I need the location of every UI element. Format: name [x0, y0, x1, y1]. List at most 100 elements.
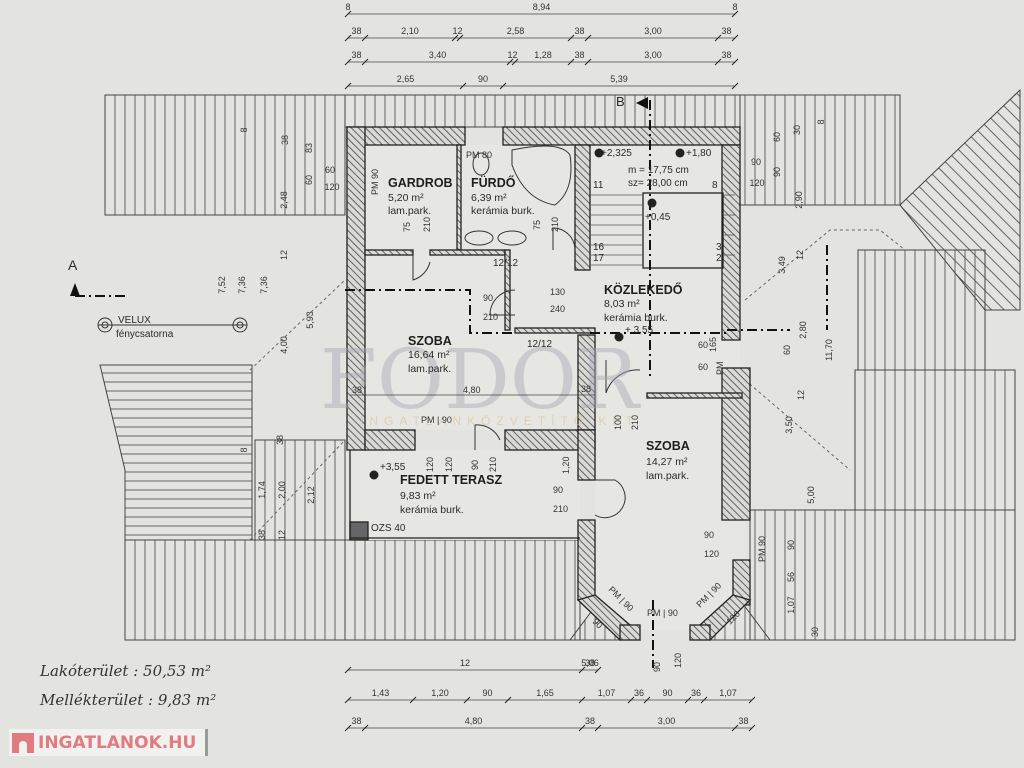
- dimension-label: 1,20: [561, 456, 571, 474]
- door-height: 210: [553, 504, 568, 514]
- dimension-label: 120: [324, 182, 339, 192]
- dimension-label: 2,00: [277, 481, 287, 499]
- dimension-tick: [731, 58, 739, 66]
- level-marker: +3,55: [380, 462, 406, 473]
- watermark-text: FODOR: [320, 333, 641, 428]
- room-fedett-terasz: +3,55 FEDETT TERASZ 9,83 m² kerámia burk…: [369, 456, 571, 534]
- room-floor: kerámia burk.: [604, 312, 668, 324]
- house-icon: [12, 732, 34, 753]
- door-swings: [412, 227, 641, 519]
- dimension-label: 30: [810, 627, 820, 637]
- door-width: 100: [613, 415, 623, 430]
- room-floor: kerámia burk.: [400, 504, 464, 516]
- dimension-label: 1,07: [598, 688, 616, 698]
- dimension-label: 12: [507, 50, 517, 60]
- dimension-tick: [594, 724, 602, 732]
- dimension-tick: [361, 34, 369, 42]
- dimension-label: 12: [795, 250, 805, 260]
- dimension-label: 3,49: [777, 256, 787, 274]
- window-label: PM | 90: [421, 415, 452, 425]
- door-width: 90: [553, 485, 563, 495]
- dimension-label: 8: [239, 127, 249, 132]
- dimension-tick: [584, 58, 592, 66]
- level-marker: +2,325: [601, 148, 632, 159]
- dimension-label: 2,65: [397, 74, 415, 84]
- dimension-label: 90: [652, 662, 662, 672]
- step-number: 2: [716, 253, 722, 264]
- dimension-tick: [714, 34, 722, 42]
- room-floor: lam.park.: [388, 205, 431, 217]
- room-szoba-1: SZOBA 16,64 m² lam.park. 90 210 12/12 12…: [350, 258, 595, 425]
- dimension-tick: [451, 34, 459, 42]
- dimension-label: 8: [816, 119, 826, 124]
- room-name: KÖZLEKEDŐ: [604, 282, 683, 297]
- window-sill: 165: [708, 337, 718, 352]
- window-label: PM: [715, 362, 725, 376]
- dimension-tick: [731, 724, 739, 732]
- dimension-tick: [361, 724, 369, 732]
- dimension-tick: [459, 82, 467, 90]
- dimension-tick: [344, 58, 352, 66]
- auxiliary-area-summary: Mellékterület : 9,83 m²: [39, 691, 216, 709]
- dimension-label: 38: [351, 50, 361, 60]
- dimension-label: 1,65: [536, 688, 554, 698]
- dimension-label: 90: [751, 157, 761, 167]
- level-marker-icon: [647, 198, 657, 208]
- room-floor: lam.park.: [408, 363, 451, 375]
- sink-icon: [497, 230, 527, 246]
- living-area-summary: Lakóterület : 50,53 m²: [39, 662, 211, 680]
- section-a-label: A: [68, 257, 78, 273]
- dimension-label: 120: [749, 178, 764, 188]
- room-area: 5,20 m²: [388, 192, 424, 204]
- dimension-label: 90: [772, 167, 782, 177]
- dimension-label: 30: [792, 125, 802, 135]
- dimension-label: 90: [478, 74, 488, 84]
- dimension-label: 38: [585, 716, 595, 726]
- dimension-label: 3,00: [644, 50, 662, 60]
- door-height: 210: [422, 217, 432, 232]
- dimension-label: 2,80: [798, 321, 808, 339]
- dimension-label: 8: [345, 2, 350, 12]
- dimension-label: 7,52: [217, 276, 227, 294]
- roof-hip-lines: [249, 229, 906, 541]
- velux-label: VELUX: [118, 315, 151, 326]
- dimension-tick: [361, 58, 369, 66]
- level-marker-icon: [594, 148, 604, 158]
- dimension-label: 12: [279, 250, 289, 260]
- dimension-tick: [344, 10, 352, 18]
- dimension-label: 2,12: [306, 486, 316, 504]
- step-number: 8: [712, 180, 718, 191]
- dimension-label: 3,40: [429, 50, 447, 60]
- dimension-label: 3,50: [784, 416, 794, 434]
- dimension-label: 3,00: [658, 716, 676, 726]
- dimension-tick: [344, 696, 352, 704]
- door-height: 210: [550, 217, 560, 232]
- dimension-label: 38: [581, 384, 591, 394]
- dimension-label: 60: [782, 345, 792, 355]
- dimension-label: 5,06: [581, 658, 599, 668]
- dimension-label: 38: [738, 716, 748, 726]
- dimension-tick: [578, 666, 586, 674]
- window-height: 120: [704, 549, 719, 559]
- dimension-label: 1,43: [372, 688, 390, 698]
- wall-thickness: 12/12: [527, 339, 552, 350]
- dimension-label: 8: [732, 2, 737, 12]
- dimension-label: 38: [352, 385, 362, 395]
- dimension-label: 12: [460, 658, 470, 668]
- section-a-arrow-icon: [70, 283, 80, 296]
- dimension-label: 38: [351, 26, 361, 36]
- dimension-tick: [344, 82, 352, 90]
- dimension-tick: [627, 696, 635, 704]
- dimension-label: 1,74: [257, 481, 267, 499]
- dimension-label: 8: [239, 447, 249, 452]
- dimension-label: 1,07: [786, 596, 796, 614]
- window-label: PM 80: [466, 150, 492, 160]
- watermark-subtitle: INGATLANKÖZVETÍTŐ KFT: [360, 413, 639, 428]
- dimension-label: 12: [277, 530, 287, 540]
- section-lines: [75, 100, 828, 668]
- dimension-label: 60: [772, 132, 782, 142]
- dimension-label: 60: [304, 175, 314, 185]
- step-number: 16: [593, 242, 605, 253]
- terrace-edge: [349, 450, 580, 540]
